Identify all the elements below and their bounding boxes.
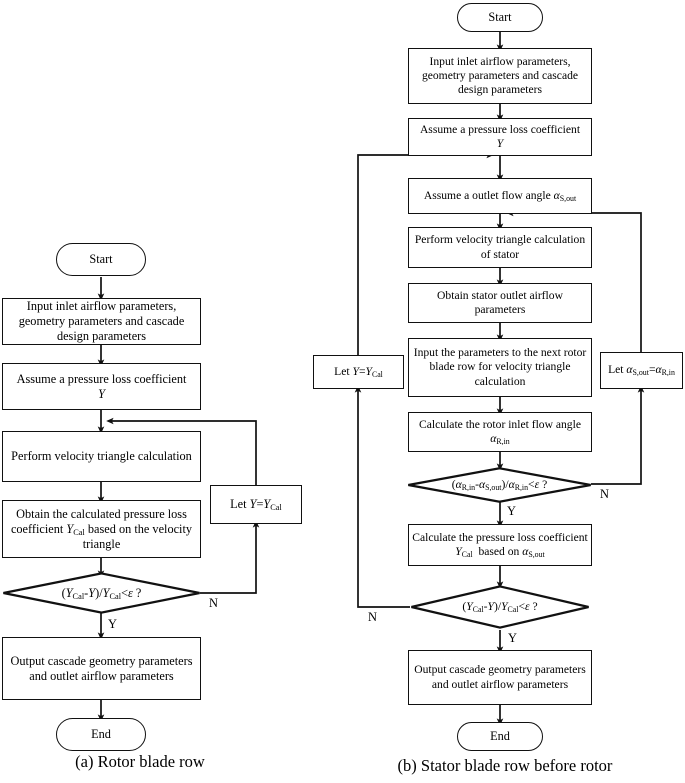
node-a-let[interactable]: Let Y=YCal xyxy=(210,485,302,524)
node-a-end[interactable]: End xyxy=(56,718,146,751)
node-a-obtain[interactable]: Obtain the calculated pressure loss coef… xyxy=(2,500,201,558)
node-a-obtain-label: Obtain the calculated pressure loss coef… xyxy=(10,506,193,551)
node-b-output-label: Output cascade geometry parameters and o… xyxy=(414,663,586,691)
node-a-velocity-label: Perform velocity triangle calculation xyxy=(11,449,192,463)
edge-label-b-alpha-yes: Y xyxy=(507,504,516,518)
node-a-let-label: Let Y=YCal xyxy=(230,497,282,513)
diamond-shape xyxy=(410,585,590,629)
node-a-velocity[interactable]: Perform velocity triangle calculation xyxy=(2,431,201,482)
node-b-input-next-label: Input the parameters to the next rotor b… xyxy=(413,346,587,388)
node-b-velocity[interactable]: Perform velocity triangle calculation of… xyxy=(408,227,592,268)
node-b-obtain-label: Obtain stator outlet airflow parameters xyxy=(437,288,563,316)
caption-panel-a: (a) Rotor blade row xyxy=(75,752,205,771)
node-b-decision-y-label: (YCal-Y)/YCal<ε ? xyxy=(462,600,538,615)
node-a-decision[interactable]: (YCal-Y)/YCal<ε ? xyxy=(2,572,201,614)
node-b-start[interactable]: Start xyxy=(457,3,543,32)
node-b-velocity-label: Perform velocity triangle calculation of… xyxy=(414,233,586,261)
node-b-input[interactable]: Input inlet airflow parameters, geometry… xyxy=(408,48,592,104)
node-a-assume-y-line2: Y xyxy=(98,386,105,401)
node-b-decision-alpha[interactable]: (αR,in-αS,out)/αR,in<ε ? xyxy=(407,467,592,503)
node-a-assume-y-line1: Assume a pressure loss coefficient xyxy=(16,371,187,386)
edge-label-a-no: N xyxy=(209,596,218,610)
node-b-input-label: Input inlet airflow parameters, geometry… xyxy=(421,54,579,97)
node-b-let-alpha-label: Let αS,out=αR,in xyxy=(608,363,675,378)
node-a-output[interactable]: Output cascade geometry parameters and o… xyxy=(2,637,201,700)
node-b-calc-loss-label: Calculate the pressure loss coefficient … xyxy=(412,530,588,560)
node-b-assume-y-line2: Y xyxy=(496,137,504,150)
node-b-end-label: End xyxy=(490,729,510,743)
node-b-assume-alpha-label: Assume a outlet flow angle αS,out xyxy=(423,188,577,203)
node-b-let-y-label: Let Y=YCal xyxy=(334,364,383,379)
edge-label-a-yes: Y xyxy=(108,617,117,631)
node-b-end[interactable]: End xyxy=(457,722,543,751)
node-b-calc-loss[interactable]: Calculate the pressure loss coefficient … xyxy=(408,524,592,566)
node-a-input[interactable]: Input inlet airflow parameters, geometry… xyxy=(2,298,201,345)
node-b-let-alpha[interactable]: Let αS,out=αR,in xyxy=(600,352,683,389)
node-a-start-label: Start xyxy=(89,252,113,266)
node-b-calc-angle[interactable]: Calculate the rotor inlet flow angle αR,… xyxy=(408,412,592,452)
node-b-decision-alpha-label: (αR,in-αS,out)/αR,in<ε ? xyxy=(451,478,548,493)
node-b-calc-angle-label: Calculate the rotor inlet flow angle αR,… xyxy=(419,417,581,447)
node-a-input-label: Input inlet airflow parameters, geometry… xyxy=(18,299,185,343)
node-b-assume-alpha[interactable]: Assume a outlet flow angle αS,out xyxy=(408,178,592,214)
node-a-decision-label: (YCal-Y)/YCal<ε ? xyxy=(61,585,142,602)
node-a-assume-y[interactable]: Assume a pressure loss coefficient Y xyxy=(2,363,201,410)
caption-panel-b: (b) Stator blade row before rotor xyxy=(397,756,613,775)
diamond-shape xyxy=(2,572,201,614)
edge-label-b-y-no: N xyxy=(368,610,377,624)
node-b-obtain[interactable]: Obtain stator outlet airflow parameters xyxy=(408,283,592,323)
edge-label-b-alpha-no: N xyxy=(600,487,609,501)
node-b-assume-y-line1: Assume a pressure loss coefficient xyxy=(419,122,581,136)
node-a-end-label: End xyxy=(91,727,111,741)
node-a-start[interactable]: Start xyxy=(56,243,146,276)
node-b-let-y[interactable]: Let Y=YCal xyxy=(313,355,404,389)
node-b-output[interactable]: Output cascade geometry parameters and o… xyxy=(408,650,592,705)
node-a-output-label: Output cascade geometry parameters and o… xyxy=(10,653,193,683)
edge-label-b-y-yes: Y xyxy=(508,631,517,645)
node-b-decision-y[interactable]: (YCal-Y)/YCal<ε ? xyxy=(410,585,590,629)
diamond-shape xyxy=(407,467,592,503)
node-b-input-next[interactable]: Input the parameters to the next rotor b… xyxy=(408,338,592,397)
node-b-assume-y[interactable]: Assume a pressure loss coefficient Y xyxy=(408,118,592,156)
node-b-start-label: Start xyxy=(488,10,512,24)
